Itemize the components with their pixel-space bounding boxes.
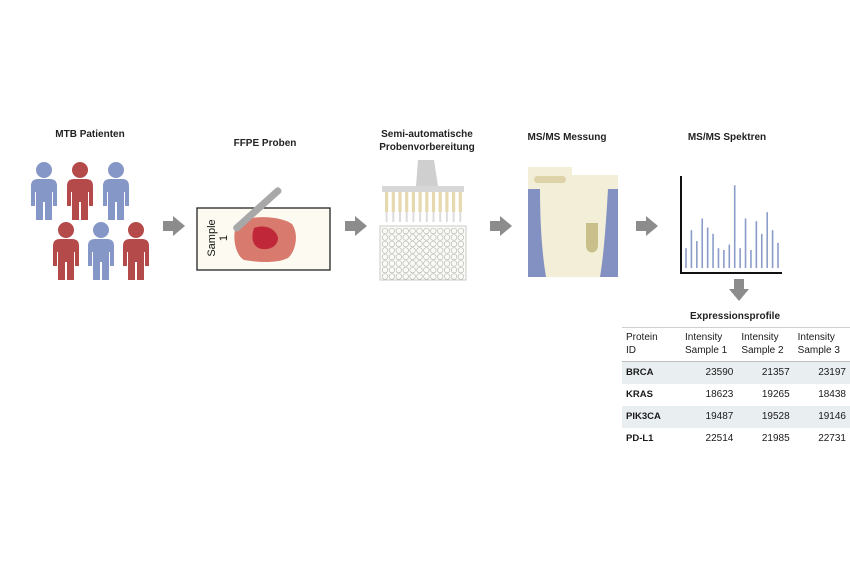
intensity-value: 19146 <box>793 406 850 428</box>
intensity-value: 19528 <box>737 406 794 428</box>
step-label-ffpe: FFPE Proben <box>233 138 297 149</box>
intensity-value: 18438 <box>818 389 846 400</box>
arrow-right-icon <box>345 216 367 236</box>
protein-id: PIK3CA <box>622 406 681 428</box>
intensity-value: 19487 <box>681 406 738 428</box>
step-label-prep: Semi-automatische Probenvorbereitung <box>379 129 475 153</box>
protein-id: PD-L1 <box>626 433 654 444</box>
table-row: BRCA 23590 21357 23197 <box>622 361 850 384</box>
table-row: PIK3CA 19487 19528 19146 <box>622 406 850 428</box>
patient-icon <box>103 162 129 220</box>
intensity-value: 21357 <box>737 361 794 384</box>
intensity-value: 19265 <box>761 389 790 400</box>
arrow-right-icon <box>490 216 512 236</box>
step-label-spectra: MS/MS Spektren <box>687 132 767 143</box>
intensity-value: 23590 <box>681 361 738 384</box>
patient-icon <box>53 222 79 280</box>
slide-sample-label: Sample 1 <box>206 219 230 257</box>
patient-icon <box>123 222 149 280</box>
protein-id: KRAS <box>626 389 653 400</box>
arrow-right-icon <box>636 216 658 236</box>
patient-icon <box>88 222 114 280</box>
table-row: PD-L1 22514 21985 22731 <box>622 428 850 450</box>
protein-id: BRCA <box>622 361 681 384</box>
intensity-value: 23197 <box>793 361 850 384</box>
step-label-patients: MTB Patienten <box>55 129 125 140</box>
intensity-value: 22731 <box>818 433 846 444</box>
intensity-value: 22514 <box>705 433 734 444</box>
expression-title: Expressionsprofile <box>689 311 781 322</box>
pipette-well-plate <box>379 160 467 281</box>
step-label-msms: MS/MS Messung <box>527 132 607 143</box>
ms-spectrum <box>680 176 782 274</box>
intensity-value: 21985 <box>761 433 790 444</box>
arrow-right-icon <box>163 216 185 236</box>
table-row: KRAS 18623 19265 18438 <box>622 384 850 406</box>
ms-instrument <box>528 167 618 277</box>
patient-icon <box>31 162 57 220</box>
intensity-value: 18623 <box>705 389 734 400</box>
patients-group <box>31 162 149 280</box>
ffpe-slide <box>196 187 331 271</box>
patient-icon <box>67 162 93 220</box>
arrow-down-icon <box>729 279 749 301</box>
